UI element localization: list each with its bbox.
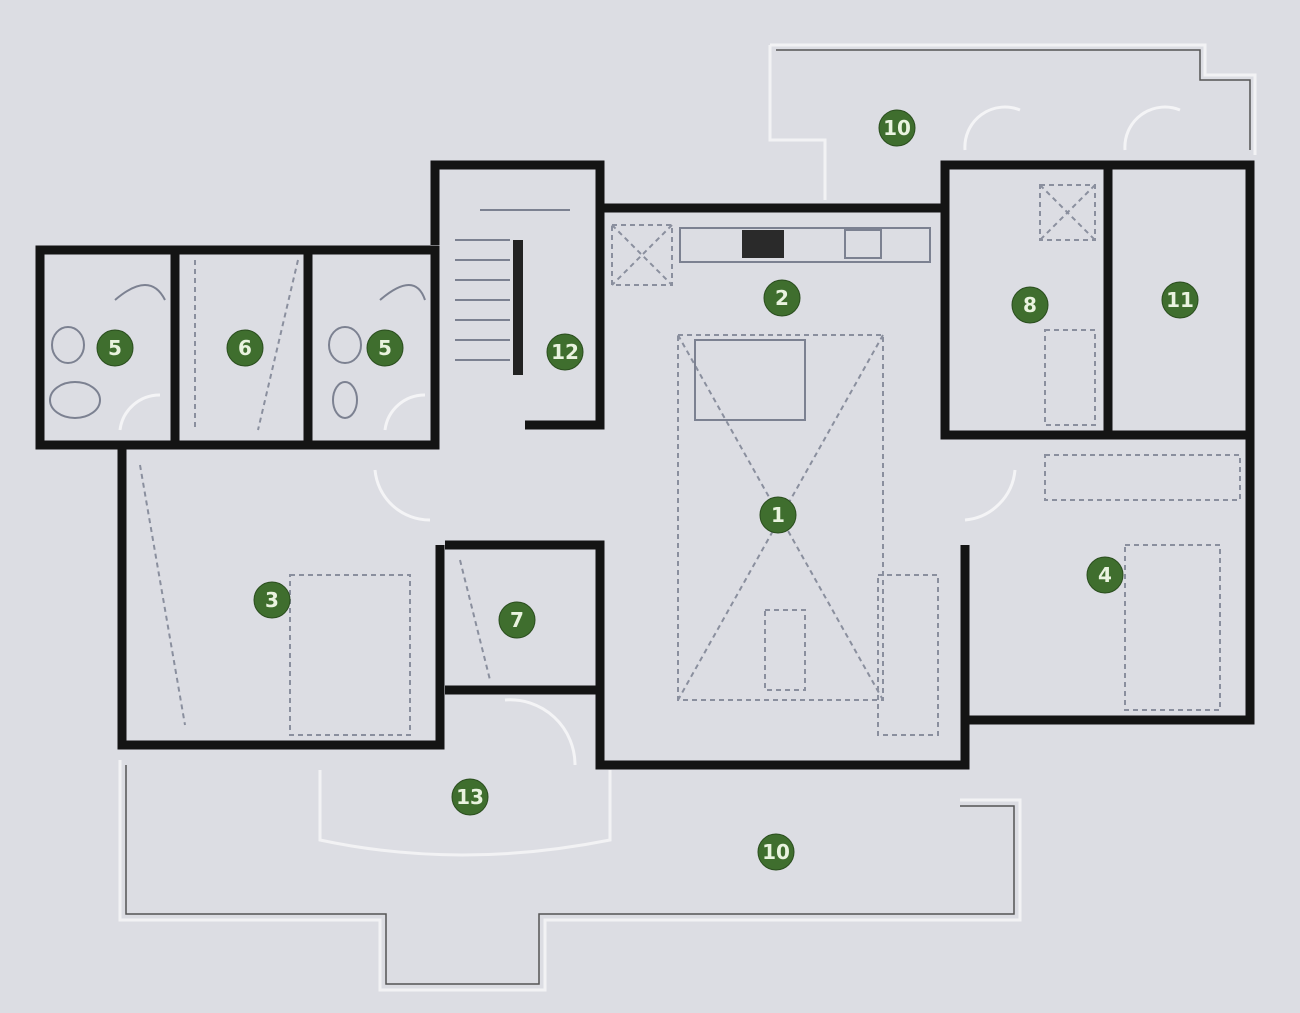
svg-text:2: 2: [775, 286, 789, 310]
svg-text:1: 1: [771, 503, 785, 527]
room-marker-6: 6: [226, 329, 264, 367]
room-marker-13: 13: [451, 778, 489, 816]
svg-text:10: 10: [883, 116, 911, 140]
svg-text:6: 6: [238, 336, 252, 360]
room-marker-3: 3: [253, 581, 291, 619]
doors: [118, 105, 1181, 766]
room-marker-5-right: 5: [366, 329, 404, 367]
room-marker-10-bottom: 10: [757, 833, 795, 871]
svg-text:4: 4: [1098, 563, 1112, 587]
room-marker-7: 7: [498, 601, 536, 639]
room-marker-10-top: 10: [878, 109, 916, 147]
svg-text:8: 8: [1023, 293, 1037, 317]
fixtures: [49, 284, 426, 419]
room-marker-11: 11: [1161, 281, 1199, 319]
room-marker-5-left: 5: [96, 329, 134, 367]
svg-text:13: 13: [456, 785, 484, 809]
room-marker-12: 12: [546, 333, 584, 371]
room-marker-2: 2: [763, 279, 801, 317]
svg-text:3: 3: [265, 588, 279, 612]
walls: [35, 160, 1255, 770]
room-markers: 1 2 3 4 5 5 6 7 8 10 10 11 12 13: [96, 109, 1199, 871]
svg-text:12: 12: [551, 340, 579, 364]
staircase: [455, 209, 570, 375]
balcony-outlines: [118, 43, 1257, 992]
room-marker-1: 1: [759, 496, 797, 534]
svg-text:10: 10: [762, 840, 790, 864]
svg-text:5: 5: [378, 336, 392, 360]
svg-text:5: 5: [108, 336, 122, 360]
room-marker-8: 8: [1011, 286, 1049, 324]
room-marker-4: 4: [1086, 556, 1124, 594]
svg-text:7: 7: [510, 608, 524, 632]
svg-text:11: 11: [1166, 288, 1194, 312]
